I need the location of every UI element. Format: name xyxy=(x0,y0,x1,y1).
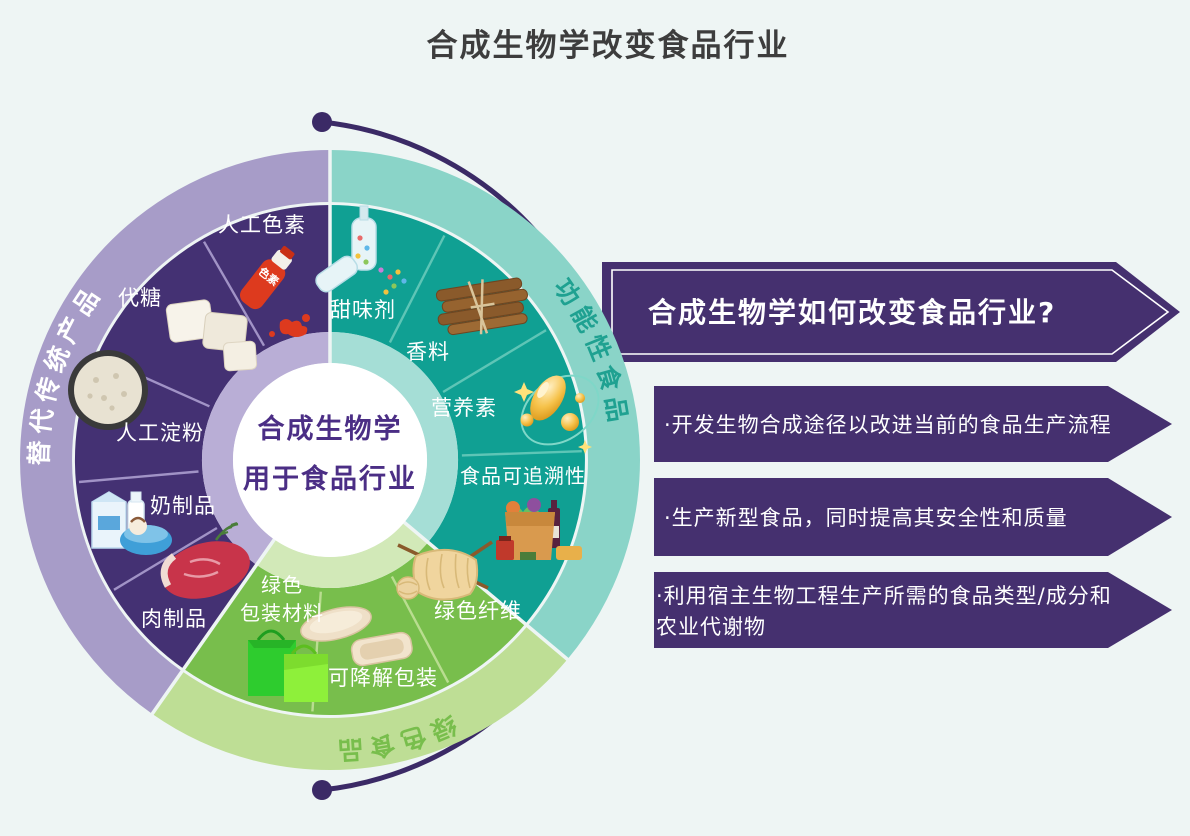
page-title: 合成生物学改变食品行业 xyxy=(427,28,790,64)
traceability-icon xyxy=(496,498,582,560)
panel-bullet-2: ·生产新型食品，同时提高其安全性和质量 xyxy=(654,478,1172,556)
panel-heading: 合成生物学如何改变食品行业? xyxy=(648,296,1056,329)
bullet-2-shape xyxy=(654,478,1172,556)
center-circle xyxy=(233,363,427,557)
bullet-1-shape xyxy=(654,386,1172,462)
sugar-icon xyxy=(165,299,258,372)
arc-bottom-dot xyxy=(312,780,332,800)
ring-traditional-products xyxy=(20,150,331,714)
wheel: 功能性食品 绿色食品 替代传统产品 xyxy=(20,148,640,770)
ring-green-food xyxy=(152,625,568,770)
dairy-icon xyxy=(91,491,172,555)
green-bags-icon xyxy=(248,629,328,702)
fiber-icon xyxy=(396,540,493,601)
panel-heading-banner: 合成生物学如何改变食品行业? xyxy=(602,262,1180,362)
category-boundaries xyxy=(149,148,571,717)
nutrient-icon xyxy=(514,374,600,454)
bullet-3-text-line2: 农业代谢物 xyxy=(656,615,766,639)
item-label-packaging: 可降解包装 xyxy=(328,666,438,690)
item-label-nutrient: 营养素 xyxy=(431,396,497,420)
packaging-icon xyxy=(300,606,413,667)
center-label-line2: 用于食品行业 xyxy=(243,463,417,495)
panel-bullet-1: ·开发生物合成途径以改进当前的食品生产流程 xyxy=(654,386,1172,462)
item-label-sugar: 代糖 xyxy=(118,286,162,310)
bullet-3-shape xyxy=(654,572,1172,648)
item-label-colorant: 人工色素 xyxy=(218,213,306,237)
item-label-spice: 香料 xyxy=(406,340,450,364)
item-label-meat: 肉制品 xyxy=(141,607,207,631)
arc-top-dot xyxy=(312,112,332,132)
bullet-3-text-line1: ·利用宿主生物工程生产所需的食品类型/成分和 xyxy=(656,584,1112,608)
item-label-green-pack-line1: 绿色 xyxy=(261,573,303,597)
meat-icon xyxy=(160,522,250,599)
item-label-fiber: 绿色纤维 xyxy=(434,599,522,623)
item-label-green-pack-line2: 包装材料 xyxy=(240,601,324,625)
item-label-dairy: 奶制品 xyxy=(150,494,216,518)
bullet-2-text: ·生产新型食品，同时提高其安全性和质量 xyxy=(664,506,1068,530)
center-label-line1: 合成生物学 xyxy=(258,413,403,445)
panel-bullet-3: ·利用宿主生物工程生产所需的食品类型/成分和 农业代谢物 xyxy=(654,572,1172,648)
artificial-colorant-icon: 色素 xyxy=(239,246,310,337)
info-panel: 合成生物学如何改变食品行业? ·开发生物合成途径以改进当前的食品生产流程 ·生产… xyxy=(602,262,1180,648)
item-label-sweetener: 甜味剂 xyxy=(330,298,396,322)
starch-icon xyxy=(68,350,148,430)
item-label-traceability: 食品可追溯性 xyxy=(460,464,586,488)
item-label-starch: 人工淀粉 xyxy=(116,421,204,445)
sweetener-icon xyxy=(315,205,407,295)
heading-banner-shape xyxy=(602,262,1180,362)
spice-icon xyxy=(435,277,528,336)
ring-functional-food xyxy=(329,150,640,660)
inner-ring-teal xyxy=(329,332,458,543)
bullet-1-text: ·开发生物合成途径以改进当前的食品生产流程 xyxy=(664,413,1112,437)
